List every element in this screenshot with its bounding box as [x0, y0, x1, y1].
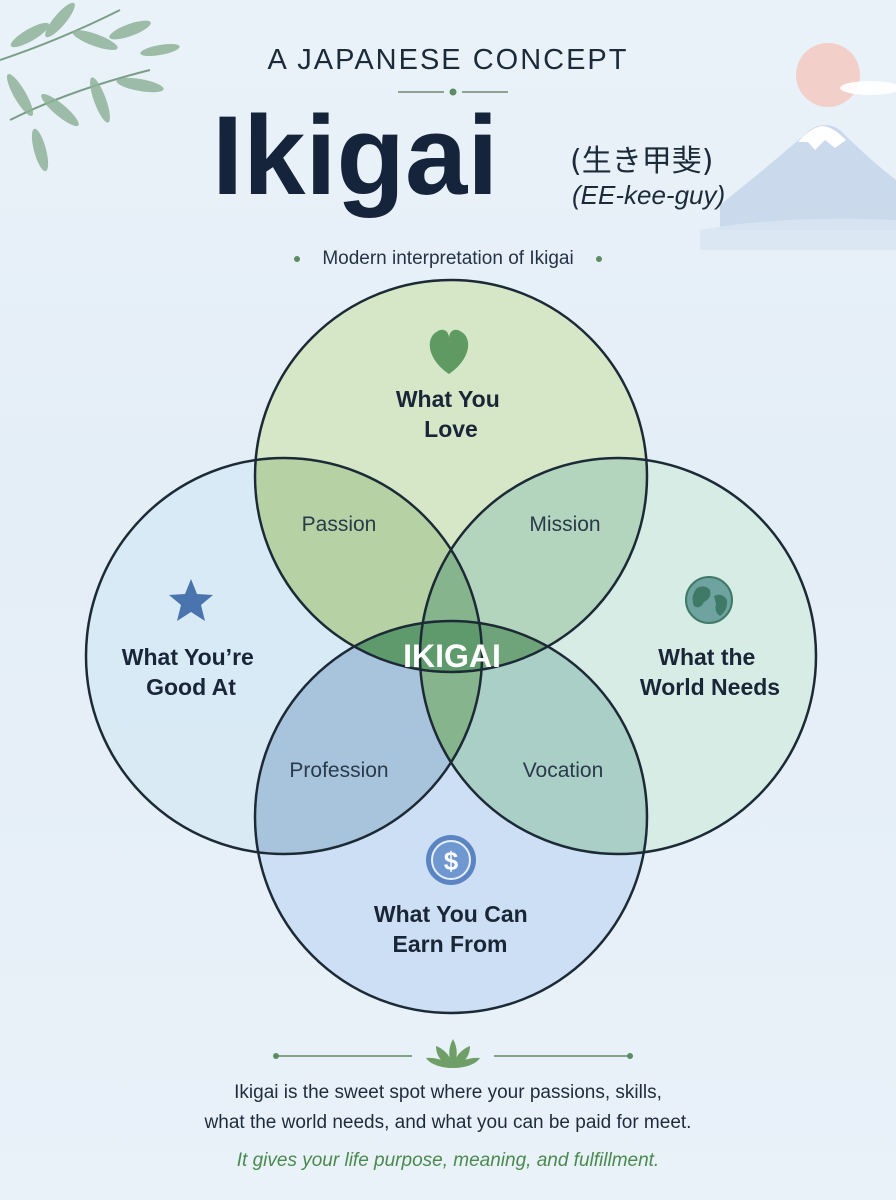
- svg-text:$: $: [444, 846, 459, 876]
- outline-love: [253, 278, 649, 674]
- bullet-dot: [294, 255, 301, 262]
- kicker-text: A JAPANESE CONCEPT: [267, 44, 629, 76]
- description: Ikigai is the sweet spot where your pass…: [0, 1078, 896, 1138]
- label-vocation: Vocation: [523, 759, 604, 782]
- kanji-text: (生き甲斐): [570, 144, 714, 179]
- header-divider: [398, 88, 508, 96]
- subtitle-text: Modern interpretation of Ikigai: [322, 248, 574, 269]
- label-love: What You Love: [396, 386, 506, 442]
- pronunciation-text: (EE-kee-guy): [572, 180, 726, 210]
- dollar-coin-icon: $: [426, 835, 476, 885]
- description-line-1: Ikigai is the sweet spot where your pass…: [234, 1082, 662, 1103]
- description-line-2: what the world needs, and what you can b…: [204, 1112, 692, 1133]
- label-passion: Passion: [302, 513, 377, 536]
- tagline: It gives your life purpose, meaning, and…: [236, 1150, 660, 1171]
- label-profession: Profession: [289, 759, 388, 782]
- heart-icon: [429, 329, 469, 374]
- label-mission: Mission: [529, 513, 600, 536]
- footer-divider: [273, 1039, 633, 1068]
- outline-good: [84, 456, 484, 856]
- bamboo-leaves-decoration: [0, 2, 180, 172]
- label-earn: What You Can Earn From: [374, 901, 534, 957]
- outline-earn: [253, 619, 649, 1015]
- outline-needs: [418, 456, 818, 856]
- globe-icon: [685, 576, 733, 624]
- star-icon: [169, 579, 213, 621]
- mountain-sun-decoration: [700, 43, 896, 250]
- label-world-needs: What the World Needs: [640, 644, 780, 700]
- bullet-dot: [595, 255, 602, 262]
- label-good-at: What You’re Good At: [122, 644, 260, 700]
- label-ikigai-center: IKIGAI: [403, 638, 501, 674]
- page-title: Ikigai: [212, 93, 499, 218]
- lotus-icon: [426, 1039, 480, 1068]
- subtitle: Modern interpretation of Ikigai: [0, 248, 896, 270]
